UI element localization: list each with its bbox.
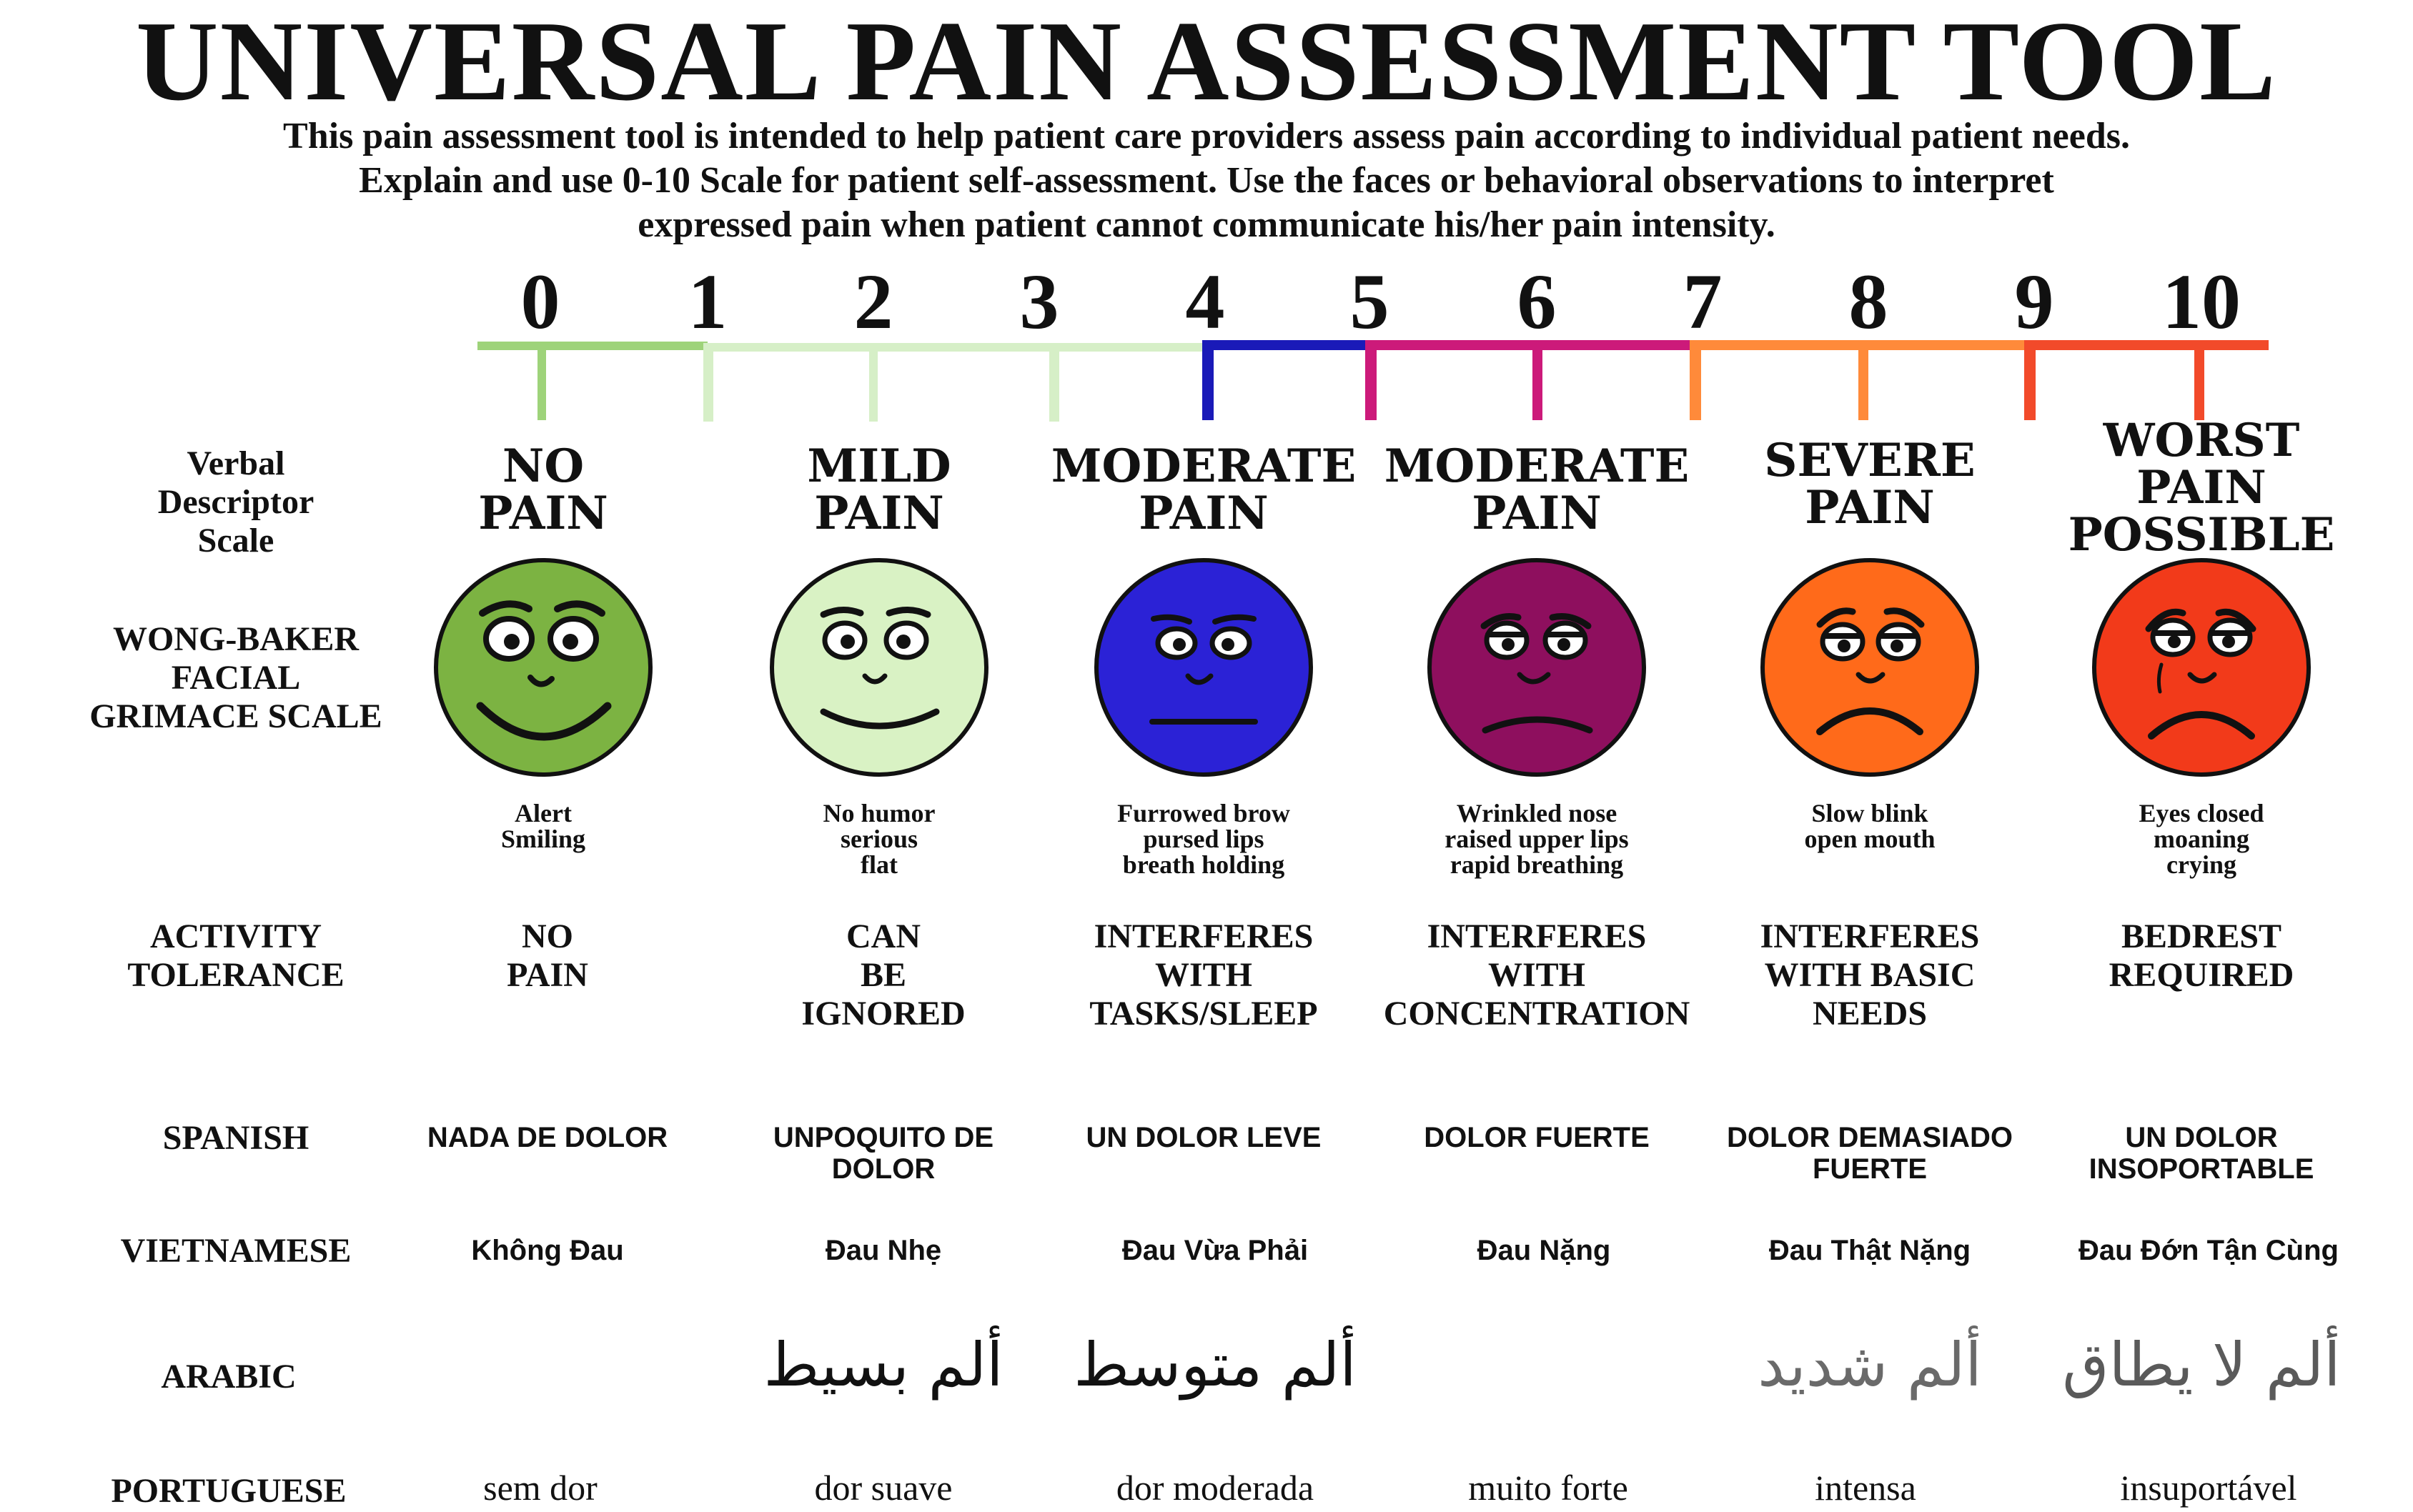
row-label-verbal: Verbal Descriptor Scale	[157, 444, 314, 559]
scale-number-10: 10	[2162, 258, 2241, 345]
face-0-circle	[434, 558, 653, 777]
vietnamese-worst-pain: Đau Đớn Tận Cùng	[2078, 1235, 2339, 1266]
row-label-spanish: SPANISH	[162, 1119, 309, 1157]
scale-segment-light-green	[703, 343, 1206, 422]
scale-number-6: 6	[1517, 258, 1557, 345]
wong-baker-faces	[434, 558, 2311, 777]
scale-segment-red	[2024, 340, 2269, 420]
portuguese-severe-pain: intensa	[1815, 1468, 1916, 1508]
spanish-moderate-pain-6: DOLOR FUERTE	[1424, 1122, 1650, 1153]
face-severe-pain-icon	[1760, 558, 1979, 777]
scale-number-4: 4	[1185, 258, 1225, 345]
spanish-no-pain: NADA DE DOLOR	[427, 1122, 668, 1153]
face-worst-pain-icon	[2092, 558, 2311, 777]
face-no-pain-icon	[434, 558, 653, 777]
arabic-severe-pain: ألم شديد	[1758, 1330, 1982, 1400]
row-label-activity: ACTIVITY TOLERANCE	[127, 917, 345, 994]
portuguese-mild-pain: dor suave	[814, 1468, 953, 1508]
face-moderate-pain-4-icon	[1094, 558, 1313, 777]
intro-line-3: expressed pain when patient cannot commu…	[638, 204, 1775, 245]
scale-number-3: 3	[1019, 258, 1059, 345]
vietnamese-moderate-pain-4: Đau Vừa Phải	[1121, 1235, 1309, 1266]
scale-number-0: 0	[520, 258, 560, 345]
face-moderate-pain-6-icon	[1427, 558, 1646, 777]
arabic-mild-pain: ألم بسيط	[763, 1330, 1004, 1400]
scale-segment-green	[477, 342, 708, 420]
scale-number-9: 9	[2014, 258, 2054, 345]
face-4-circle	[1760, 558, 1979, 777]
scale-segment-orange	[1690, 340, 2028, 420]
row-label-wong-baker: WONG-BAKER FACIAL GRIMACE SCALE	[89, 620, 382, 735]
face-mild-pain-icon	[770, 558, 989, 777]
spanish-moderate-pain-4: UN DOLOR LEVE	[1086, 1122, 1322, 1153]
portuguese-moderate-pain-4: dor moderada	[1116, 1468, 1314, 1508]
vietnamese-moderate-pain-6: Đau Nặng	[1477, 1235, 1611, 1266]
scale-number-5: 5	[1349, 258, 1389, 345]
portuguese-moderate-pain-6: muito forte	[1468, 1468, 1628, 1508]
row-label-arabic: ARABIC	[161, 1358, 297, 1396]
portuguese-worst-pain: insuportável	[2120, 1468, 2297, 1508]
arabic-worst-pain: ألم لا يطاق	[2062, 1330, 2341, 1400]
intro-line-2: Explain and use 0-10 Scale for patient s…	[359, 160, 2054, 201]
scale-number-2: 2	[853, 258, 893, 345]
arabic-moderate-pain-4: ألم متوسط	[1074, 1330, 1357, 1400]
vietnamese-no-pain: Không Đau	[471, 1235, 624, 1266]
vietnamese-severe-pain: Đau Thật Nặng	[1768, 1235, 1971, 1266]
pain-scale-bar	[477, 340, 2269, 422]
face-3-circle	[1427, 558, 1646, 777]
spanish-severe-pain: DOLOR DEMASIADO FUERTE	[1727, 1122, 2013, 1185]
intro-line-1: This pain assessment tool is intended to…	[283, 116, 2130, 156]
vietnamese-mild-pain: Đau Nhẹ	[825, 1235, 942, 1266]
scale-number-1: 1	[688, 258, 728, 345]
face-2-circle	[1094, 558, 1313, 777]
page-title: UNIVERSAL PAIN ASSESSMENT TOOL	[136, 0, 2277, 124]
spanish-worst-pain: UN DOLOR INSOPORTABLE	[2089, 1122, 2314, 1185]
scale-number-8: 8	[1848, 258, 1888, 345]
scale-segment-magenta	[1365, 340, 1694, 420]
row-label-portuguese: PORTUGUESE	[111, 1472, 347, 1510]
scale-segment-blue	[1202, 340, 1368, 420]
portuguese-no-pain: sem dor	[483, 1468, 598, 1508]
row-label-vietnamese: VIETNAMESE	[120, 1232, 352, 1270]
face-1-circle	[770, 558, 989, 777]
scale-number-7: 7	[1683, 258, 1723, 345]
face-5-circle	[2092, 558, 2311, 777]
spanish-mild-pain: UNPOQUITO DE DOLOR	[773, 1122, 994, 1185]
